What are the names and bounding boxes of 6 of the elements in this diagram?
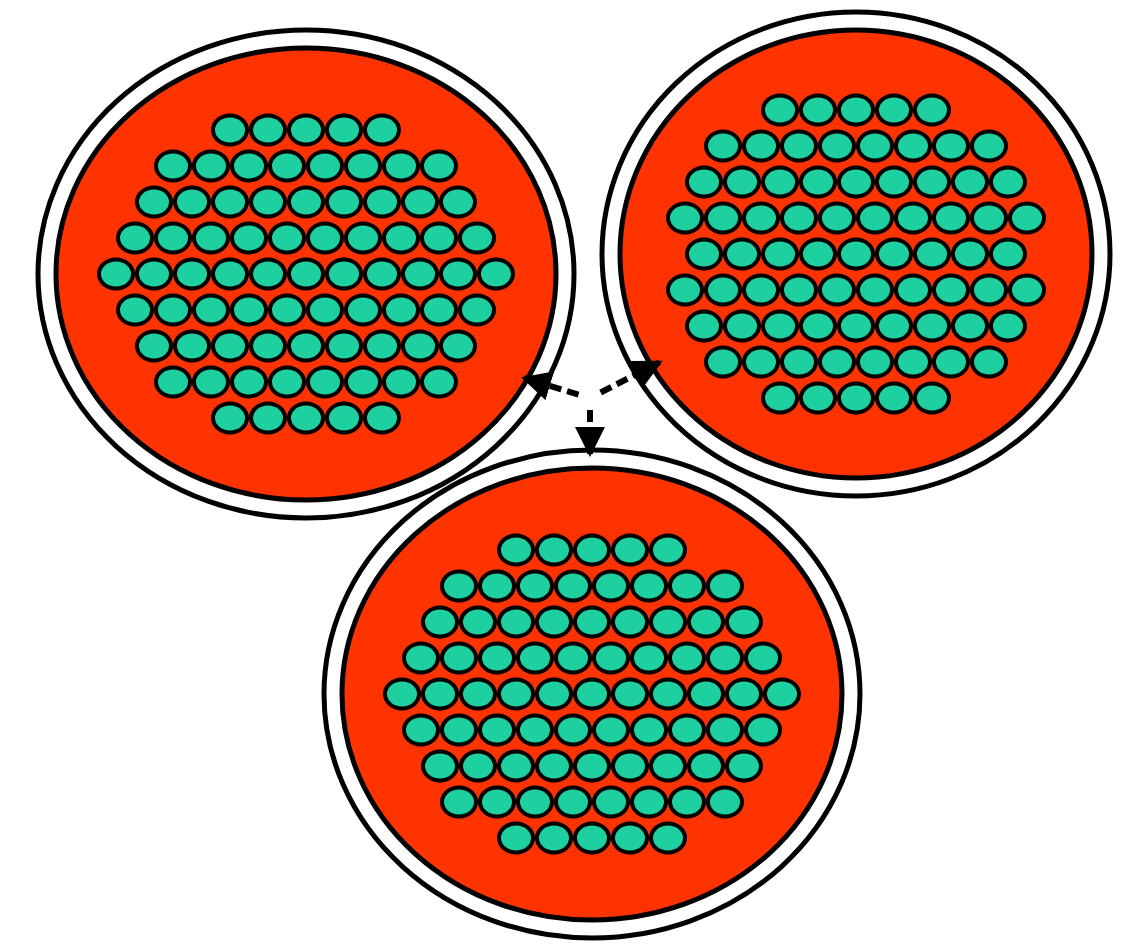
arrow [521, 371, 580, 401]
cell-drawing [320, 446, 864, 942]
cell-drawing [34, 26, 578, 522]
arrow [599, 359, 663, 396]
cell-drawing [598, 8, 1114, 500]
arrow [575, 410, 605, 457]
